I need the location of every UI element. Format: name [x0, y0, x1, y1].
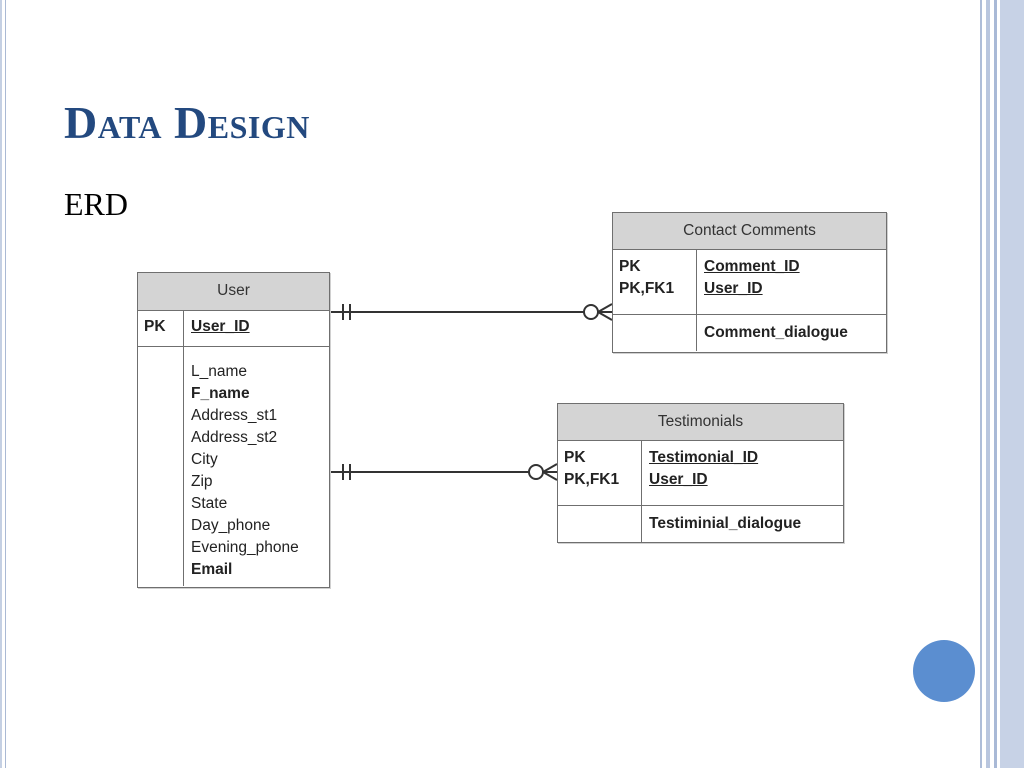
entity-testimonials-key-column: [558, 506, 642, 542]
entity-testimonials-key-field: User_ID: [649, 471, 708, 488]
entity-user-attribute: L_name: [191, 363, 248, 380]
entity-user-attribute: Zip: [191, 473, 213, 490]
entity-user-header: User: [138, 273, 329, 311]
entity-user-pk-label: PK: [138, 311, 184, 346]
entity-contact-comments-key-label: PK: [619, 258, 641, 275]
entity-user-attribute: F_name: [191, 385, 250, 402]
relationship-user-contact-comments: [330, 303, 613, 321]
entity-user-attribute: Evening_phone: [191, 539, 299, 556]
slide-title: Data Design: [64, 97, 310, 148]
entity-testimonials-key-field: Testimonial_ID: [649, 449, 759, 466]
entity-user-attribute: Day_phone: [191, 517, 271, 534]
entity-contact-comments-header: Contact Comments: [613, 213, 886, 250]
entity-contact-comments: Contact Comments PK PK,FK1 Comment_ID Us…: [612, 212, 887, 353]
right-border-decoration: [978, 0, 1024, 768]
entity-user-key-column: [138, 347, 184, 586]
entity-user-attribute: Address_st2: [191, 429, 278, 446]
decorative-circle: [913, 640, 975, 702]
entity-testimonials: Testimonials PK PK,FK1 Testimonial_ID Us…: [557, 403, 844, 543]
entity-testimonials-header: Testimonials: [558, 404, 843, 441]
entity-testimonials-key-label: PK,FK1: [564, 471, 620, 488]
entity-user-attribute: City: [191, 451, 218, 468]
entity-user-attribute: State: [191, 495, 228, 512]
entity-contact-comments-key-field: User_ID: [704, 280, 763, 297]
relationship-user-testimonials: [330, 463, 558, 481]
entity-testimonials-attribute: Testiminial_dialogue: [649, 515, 802, 532]
entity-contact-comments-attribute: Comment_dialogue: [704, 324, 848, 341]
entity-contact-comments-key-column: [613, 315, 697, 351]
entity-user-attribute: Email: [191, 561, 233, 578]
entity-user: User PK User_ID L_name F_name Address_st…: [137, 272, 330, 588]
entity-testimonials-key-label: PK: [564, 449, 586, 466]
entity-user-pk-field: User_ID: [191, 318, 250, 335]
entity-contact-comments-key-label: PK,FK1: [619, 280, 675, 297]
slide-subtitle: ERD: [64, 186, 128, 222]
left-border-decoration: [0, 0, 10, 768]
entity-contact-comments-key-field: Comment_ID: [704, 258, 800, 275]
entity-user-attribute: Address_st1: [191, 407, 278, 424]
